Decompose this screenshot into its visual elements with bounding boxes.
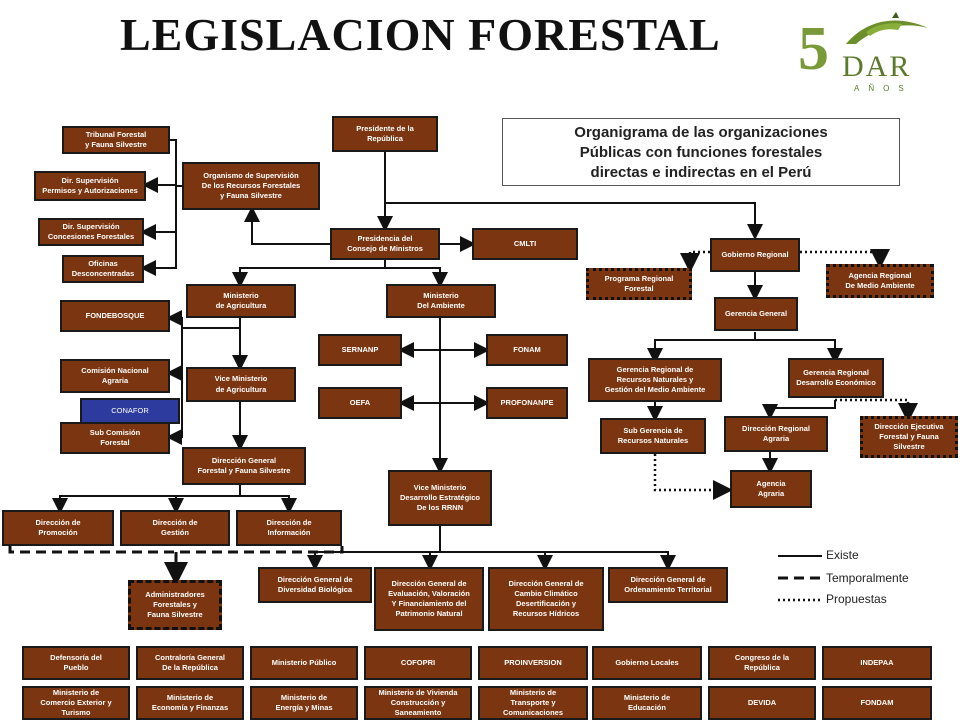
node-min-vivienda: Ministerio de Vivienda Construcción y Sa… <box>364 686 472 720</box>
node-dir-sup-permisos: Dir. Supervisión Permisos y Autorizacion… <box>34 171 146 201</box>
node-min-educacion: Ministerio de Educación <box>592 686 702 720</box>
node-devida: DEVIDA <box>708 686 816 720</box>
node-fondam: FONDAM <box>822 686 932 720</box>
node-min-comercio: Ministerio de Comercio Exterior y Turism… <box>22 686 130 720</box>
node-min-energia: Ministerio de Energía y Minas <box>250 686 358 720</box>
diagram-caption: Organigrama de las organizaciones Públic… <box>502 118 900 186</box>
node-conafor: CONAFOR <box>80 398 180 424</box>
node-vice-agricultura: Vice Ministerio de Agricultura <box>186 367 296 402</box>
caption-text: Organigrama de las organizaciones Públic… <box>574 124 828 181</box>
node-dir-ejecutiva: Dirección Ejecutiva Forestal y Fauna Sil… <box>860 416 958 458</box>
node-ger-reg-desarrollo: Gerencia Regional Desarrollo Económico <box>788 358 884 398</box>
node-defensoria: Defensoría del Pueblo <box>22 646 130 680</box>
node-administradores: Administradores Forestales y Fauna Silve… <box>128 580 222 630</box>
node-ministerio-publico: Ministerio Público <box>250 646 358 680</box>
node-fondebosque: FONDEBOSQUE <box>60 300 170 332</box>
node-agencia-agraria: Agencia Agraria <box>730 470 812 508</box>
page-title: LEGISLACION FORESTAL <box>120 9 721 60</box>
node-cmlti: CMLTI <box>472 228 578 260</box>
node-oficinas: Oficinas Desconcentradas <box>62 255 144 283</box>
node-dir-regional-agraria: Dirección Regional Agraria <box>724 416 828 452</box>
node-gobierno-locales: Gobierno Locales <box>592 646 702 680</box>
node-min-transporte: Ministerio de Transporte y Comunicacione… <box>478 686 588 720</box>
node-dg-forestal: Dirección General Forestal y Fauna Silve… <box>182 447 306 485</box>
node-gobierno-regional: Gobierno Regional <box>710 238 800 272</box>
node-congreso: Congreso de la República <box>708 646 816 680</box>
node-dir-gestion: Dirección de Gestión <box>120 510 230 546</box>
node-comision-nacional: Comisión Nacional Agraria <box>60 359 170 393</box>
node-dir-sup-concesiones: Dir. Supervisión Concesiones Forestales <box>38 218 144 246</box>
node-ger-reg-rrnn: Gerencia Regional de Recursos Naturales … <box>588 358 722 402</box>
node-presidencia: Presidencia del Consejo de Ministros <box>330 228 440 260</box>
dar-logo: 5 DAR AÑOS <box>796 10 936 94</box>
node-contraloria: Contraloría General De la República <box>136 646 244 680</box>
node-cofopri: COFOPRI <box>364 646 472 680</box>
node-gerencia-general: Gerencia General <box>714 297 798 331</box>
node-agencia-regional-ma: Agencia Regional De Medio Ambiente <box>826 264 934 298</box>
node-profonanpe: PROFONANPE <box>486 387 568 419</box>
node-proinversion: PROINVERSION <box>478 646 588 680</box>
legend-existe: Existe <box>826 548 859 562</box>
logo-subtext: AÑOS <box>854 84 913 93</box>
logo-tree-icon <box>846 12 928 44</box>
node-min-economia: Ministerio de Economía y Finanzas <box>136 686 244 720</box>
node-dg-ordenamiento: Dirección General de Ordenamiento Territ… <box>608 567 728 603</box>
node-programa-regional: Programa Regional Forestal <box>586 268 692 300</box>
logo-text: DAR <box>842 50 912 83</box>
legend-temporalmente: Temporalmente <box>826 571 909 585</box>
node-sub-gerencia-rrnn: Sub Gerencia de Recursos Naturales <box>600 418 706 454</box>
node-dg-cambio: Dirección General de Cambio Climático De… <box>488 567 604 631</box>
legend-propuestas: Propuestas <box>826 592 887 606</box>
node-presidente: Presidente de la República <box>332 116 438 152</box>
node-fonam: FONAM <box>486 334 568 366</box>
node-vice-desarrollo: Vice Ministerio Desarrollo Estratégico D… <box>388 470 492 526</box>
node-min-agricultura: Ministerio de Agricultura <box>186 284 296 318</box>
node-dir-informacion: Dirección de Información <box>236 510 342 546</box>
node-dg-diversidad: Dirección General de Diversidad Biológic… <box>258 567 372 603</box>
node-min-ambiente: Ministerio Del Ambiente <box>386 284 496 318</box>
node-organismo: Organismo de Supervisión De los Recursos… <box>182 162 320 210</box>
node-indepaa: INDEPAA <box>822 646 932 680</box>
node-sernanp: SERNANP <box>318 334 402 366</box>
node-oefa: OEFA <box>318 387 402 419</box>
node-tribunal: Tribunal Forestal y Fauna Silvestre <box>62 126 170 154</box>
node-sub-comision: Sub Comisión Forestal <box>60 422 170 454</box>
node-dg-evaluacion: Dirección General de Evaluación, Valorac… <box>374 567 484 631</box>
node-dir-promocion: Dirección de Promoción <box>2 510 114 546</box>
logo-number: 5 <box>798 15 829 83</box>
